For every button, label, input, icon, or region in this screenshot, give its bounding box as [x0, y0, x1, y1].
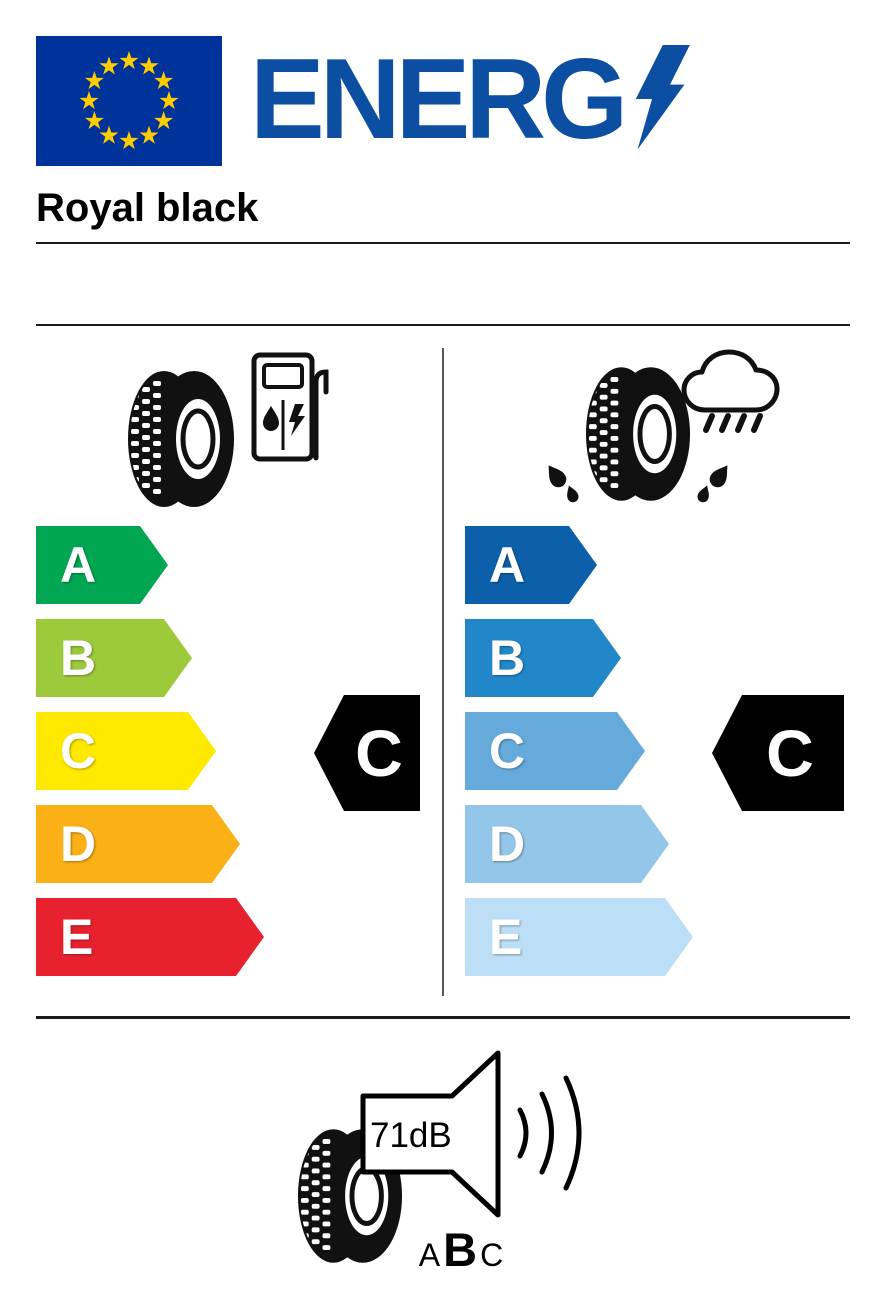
fuel-class-d-bar: D [36, 805, 240, 883]
column-divider-line [442, 348, 444, 996]
wet-class-d-label: D [489, 816, 526, 872]
divider-line [36, 324, 850, 326]
noise-class-a: A [418, 1237, 441, 1273]
fuel-class-c-label: C [60, 723, 97, 779]
tire-icon [126, 368, 236, 510]
energy-logo: ENERG [250, 34, 697, 164]
speaker-icon: 71dB [360, 1050, 501, 1218]
wet-grip-rating: C [766, 716, 814, 790]
wet-class-a-label: A [489, 537, 526, 593]
wet-class-b-bar: B [465, 619, 621, 697]
noise-class-scale: A B C [396, 1222, 526, 1277]
fuel-class-a-bar: A [36, 526, 168, 604]
wet-class-d-bar: D [465, 805, 669, 883]
fuel-class-c-bar: C [36, 712, 216, 790]
wet-class-a-bar: A [465, 526, 597, 604]
fuel-class-b-bar: B [36, 619, 192, 697]
fuel-efficiency-scale: A B C D E [36, 526, 356, 991]
wet-class-e-label: E [489, 909, 523, 965]
fuel-pump-icon [251, 352, 329, 462]
divider-line [36, 1016, 850, 1019]
fuel-class-a-label: A [60, 537, 97, 593]
noise-class-b-selected: B [443, 1223, 478, 1276]
wet-grip-rating-arrow: C [712, 695, 844, 811]
fuel-efficiency-rating: C [355, 716, 403, 790]
lightning-bolt-icon [636, 45, 691, 150]
wet-class-c-label: C [489, 723, 526, 779]
fuel-class-e-bar: E [36, 898, 264, 976]
wet-grip-scale: A B C D E [465, 526, 785, 991]
wet-class-e-bar: E [465, 898, 693, 976]
energy-logo-text: ENERG [250, 34, 628, 163]
fuel-class-d-label: D [60, 816, 97, 872]
noise-value: 71dB [370, 1116, 452, 1155]
eu-flag-icon [36, 36, 222, 166]
sound-waves-icon [517, 1075, 582, 1191]
wet-class-c-bar: C [465, 712, 645, 790]
divider-line [36, 242, 850, 244]
fuel-class-b-label: B [60, 630, 97, 686]
product-name: Royal black [36, 186, 259, 230]
rain-cloud-icon [681, 349, 780, 433]
wet-class-b-label: B [489, 630, 526, 686]
noise-class-c: C [480, 1237, 504, 1273]
fuel-class-e-label: E [60, 909, 94, 965]
